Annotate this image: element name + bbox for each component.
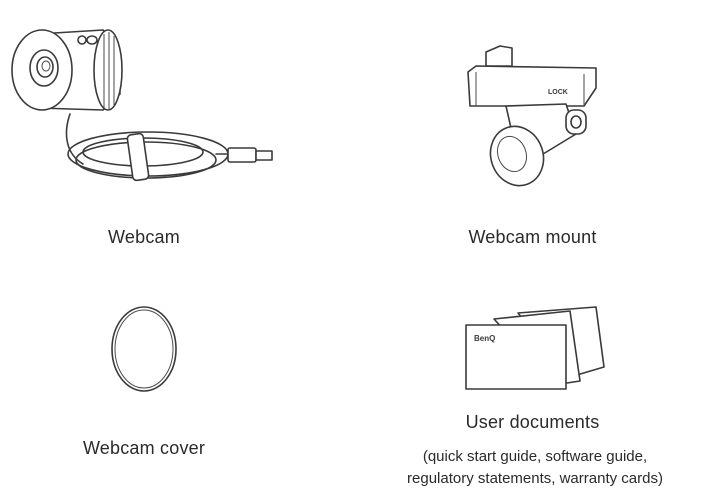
- user-documents-illustration: BenQ: [465, 306, 605, 390]
- webcam-mount-illustration: LOCK: [467, 45, 597, 187]
- webcam-cover-illustration: [111, 306, 177, 392]
- webcam-label: Webcam: [108, 227, 180, 247]
- user-documents-note-line-1: (quick start guide, software guide,: [422, 448, 648, 465]
- user-documents-note-line-2: regulatory statements, warranty cards): [407, 470, 663, 487]
- webcam-illustration: [11, 29, 273, 182]
- docs-brand-logo: BenQ: [474, 334, 495, 343]
- mount-logo-text: LOCK: [548, 89, 568, 96]
- webcam-mount-label: Webcam mount: [468, 227, 597, 247]
- user-documents-label: User documents: [465, 412, 600, 432]
- webcam-cover-label: Webcam cover: [82, 438, 206, 458]
